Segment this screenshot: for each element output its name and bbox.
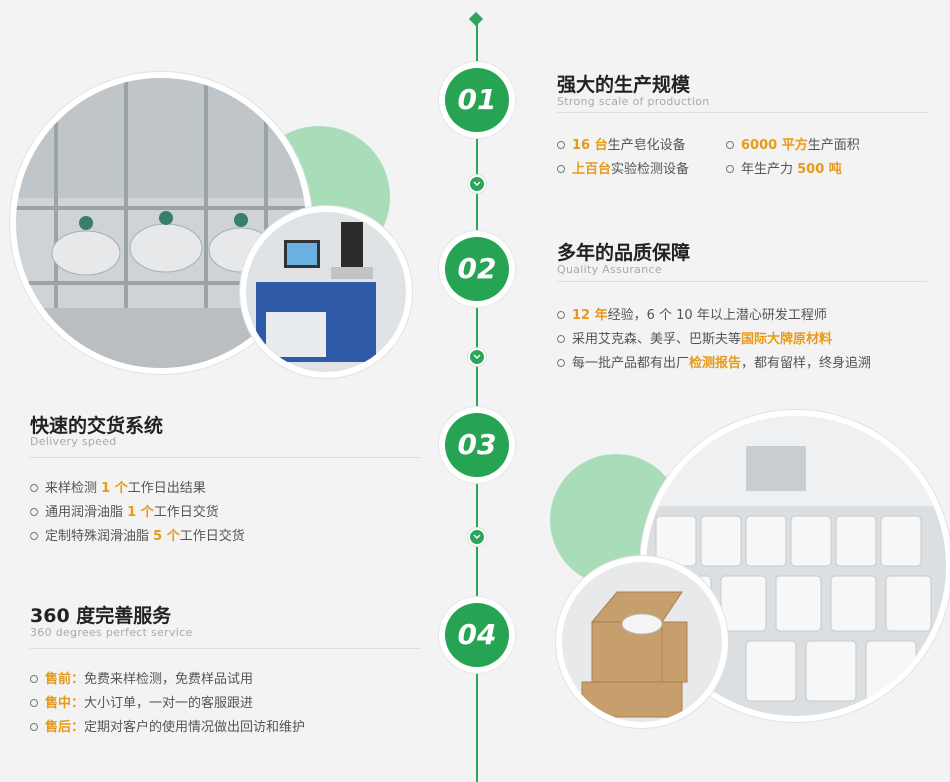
list-item: 12 年经验，6 个 10 年以上潜心研发工程师 xyxy=(557,304,827,323)
timeline-top-diamond xyxy=(468,11,484,27)
chevron-down-icon xyxy=(468,175,486,193)
list-item: 16 台生产皂化设备 xyxy=(557,134,686,153)
timeline-line xyxy=(476,18,478,782)
section-title: 360 度完善服务 xyxy=(30,605,172,627)
list-item: 售前：免费来样检测，免费样品试用 xyxy=(30,668,253,687)
divider xyxy=(557,112,927,113)
list-item: 每一批产品都有出厂检测报告，都有留样，终身追溯 xyxy=(557,352,871,371)
section-subtitle: Strong scale of production xyxy=(557,95,710,108)
section-subtitle: Quality Assurance xyxy=(557,263,662,276)
step-number: 02 xyxy=(445,237,509,301)
lab-equipment-photo xyxy=(240,206,412,378)
section-title: 多年的品质保障 xyxy=(557,242,691,264)
list-item: 售后：定期对客户的使用情况做出回访和维护 xyxy=(30,716,305,735)
list-item: 采用艾克森、美孚、巴斯夫等国际大牌原材料 xyxy=(557,328,832,347)
divider xyxy=(30,457,420,458)
step-number: 01 xyxy=(445,68,509,132)
section-subtitle: Delivery speed xyxy=(30,435,117,448)
step-badge-01: 01 xyxy=(439,62,515,138)
step-number: 03 xyxy=(445,413,509,477)
list-item: 上百台实验检测设备 xyxy=(557,158,689,177)
list-item: 6000 平方生产面积 xyxy=(726,134,860,153)
packaging-box-photo xyxy=(556,556,728,728)
list-item: 年生产力 500 吨 xyxy=(726,158,842,177)
divider xyxy=(557,281,927,282)
step-number: 04 xyxy=(445,603,509,667)
factory-photo xyxy=(10,72,312,374)
divider xyxy=(30,648,420,649)
chevron-down-icon xyxy=(468,348,486,366)
list-item: 通用润滑油脂 1 个工作日交货 xyxy=(30,501,219,520)
step-badge-04: 04 xyxy=(439,597,515,673)
list-item: 来样检测 1 个工作日出结果 xyxy=(30,477,206,496)
step-badge-03: 03 xyxy=(439,407,515,483)
list-item: 售中：大小订单，一对一的客服跟进 xyxy=(30,692,253,711)
chevron-down-icon xyxy=(468,528,486,546)
section-subtitle: 360 degrees perfect service xyxy=(30,626,193,639)
section-title: 强大的生产规模 xyxy=(557,74,691,96)
step-badge-02: 02 xyxy=(439,231,515,307)
list-item: 定制特殊润滑油脂 5 个工作日交货 xyxy=(30,525,245,544)
section-title: 快速的交货系统 xyxy=(30,415,164,437)
